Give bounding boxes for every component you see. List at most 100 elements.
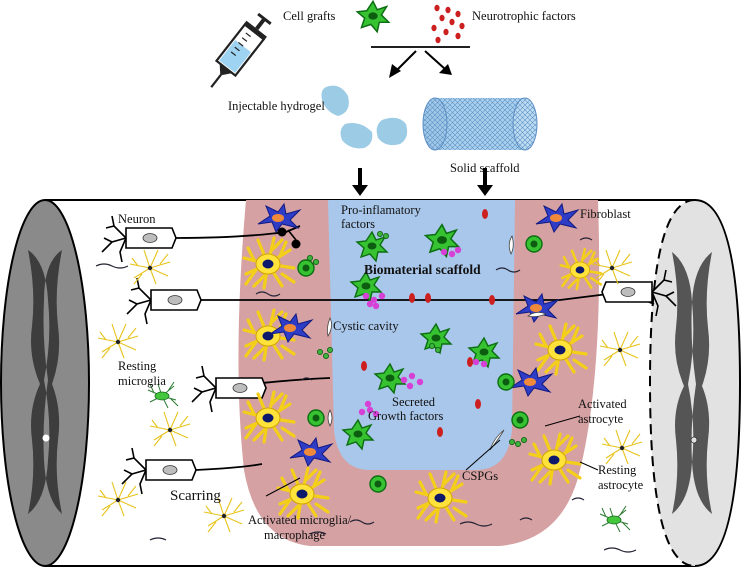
factor-dot	[431, 24, 437, 32]
factor-dot	[455, 10, 461, 18]
arrow-head	[477, 185, 493, 196]
factor-dot	[406, 382, 414, 390]
factor-dot	[454, 246, 462, 254]
resting-microglia-label-1: Resting	[118, 359, 157, 373]
fibroblast-label: Fibroblast	[580, 207, 631, 221]
pro-inflammatory-label-2: factors	[341, 217, 375, 231]
factor-dot	[361, 361, 367, 371]
factor-dot	[378, 292, 386, 300]
matrix-fiber	[255, 291, 281, 297]
synapse	[291, 239, 301, 249]
factor-dot	[366, 300, 374, 308]
factor-dot	[448, 250, 456, 258]
factor-dot	[467, 357, 473, 367]
activated-astrocyte-label-1: Activated	[578, 397, 627, 411]
arrow-head	[389, 64, 401, 78]
cspgs-label: CSPGs	[462, 469, 498, 483]
cystic-cavity-label: Cystic cavity	[333, 319, 399, 333]
matrix-fiber	[579, 237, 593, 241]
pro-inflammatory-dot	[322, 352, 329, 359]
neurotrophic-factors-label: Neurotrophic factors	[472, 9, 576, 23]
pro-inflammatory-label-1: Pro-inflamatory	[341, 203, 422, 217]
resting-microglia-label-2: microglia	[118, 374, 166, 388]
pro-inflammatory-dot	[508, 438, 515, 445]
biomaterial-scaffold-label: Biomaterial scaffold	[364, 262, 481, 277]
factor-dot	[370, 296, 378, 304]
factor-dot	[408, 372, 416, 380]
factor-dot	[437, 427, 443, 437]
factor-dot	[435, 36, 441, 44]
arrow-to-hydrogel	[394, 50, 417, 73]
gray-matter-left	[28, 250, 62, 514]
factor-dot	[364, 400, 372, 408]
factor-dot	[362, 292, 370, 300]
factor-dot	[472, 358, 480, 366]
activated-astrocyte-label-2: astrocyte	[578, 412, 624, 426]
matrix-fiber	[459, 521, 493, 527]
neurotrophic-factor-dots	[361, 209, 495, 437]
left-cord-cross-section	[0, 199, 90, 567]
factor-dot	[455, 32, 461, 40]
pro-inflammatory-dot	[312, 258, 319, 265]
factor-dot	[440, 248, 448, 256]
factor-dot	[372, 410, 380, 418]
matrix-fiber	[95, 263, 129, 269]
scaffold-cylinder-icon	[422, 97, 538, 151]
growth-factor-dots	[358, 246, 488, 418]
neuron-label: Neuron	[118, 212, 156, 226]
factor-dot	[400, 376, 408, 384]
matrix-fiber	[309, 531, 327, 535]
pro-inflammatory-dot	[521, 436, 528, 443]
matrix-fiber	[149, 537, 167, 541]
resting-astrocyte-label-2: astrocyte	[598, 478, 644, 492]
pro-inflammatory-dot	[382, 232, 389, 239]
matrix-fibers	[95, 237, 637, 553]
factor-dot	[489, 295, 495, 305]
matrix-fiber	[301, 377, 313, 381]
secreted-label-2: Growth factors	[368, 409, 443, 423]
arrow-to-scaffold	[424, 50, 446, 70]
hydrogel-icon	[321, 85, 408, 149]
pro-inflammatory-dot	[316, 348, 323, 355]
factor-dot	[480, 360, 488, 368]
factor-dot	[482, 209, 488, 219]
factor-dot	[425, 293, 431, 303]
arrow-head	[439, 64, 452, 75]
activated-microglia-label-1: Activated microglia/	[248, 513, 352, 527]
factor-dot	[366, 406, 374, 414]
activated-microglia-label-2: macrophage	[264, 528, 326, 542]
resting-astrocyte-label-1: Resting	[598, 463, 637, 477]
factor-dot	[439, 14, 445, 22]
resting-microglia	[599, 505, 631, 533]
central-canal	[690, 436, 698, 444]
cell-graft-icon	[356, 0, 390, 33]
pro-inflammatory-dot	[515, 440, 522, 447]
central-canal	[42, 434, 50, 442]
pro-inflammatory-dot	[428, 342, 435, 349]
pro-inflammatory-dots	[306, 230, 528, 447]
factor-dot	[372, 302, 380, 310]
matrix-fiber	[571, 497, 585, 501]
factor-dot	[409, 293, 415, 303]
factor-dot	[449, 18, 455, 26]
factor-dot	[358, 408, 366, 416]
cspgs	[326, 235, 548, 451]
pro-inflammatory-dot	[434, 346, 441, 353]
cell-grafts-label: Cell grafts	[283, 9, 336, 23]
factor-dot	[475, 399, 481, 409]
factor-dot	[445, 6, 451, 14]
pro-inflammatory-dot	[306, 254, 313, 261]
injectable-hydrogel-label: Injectable hydrogel	[228, 99, 325, 113]
synapse	[277, 227, 287, 237]
matrix-fiber	[519, 517, 533, 521]
secreted-label-1: Secreted	[392, 395, 436, 409]
factor-dot	[416, 378, 424, 386]
pro-inflammatory-dot	[376, 230, 383, 237]
arrow-head	[352, 185, 368, 196]
scarring-label: Scarring	[170, 488, 221, 504]
syringe-icon	[210, 12, 272, 88]
matrix-fiber	[349, 519, 375, 525]
factor-dot	[434, 4, 440, 12]
